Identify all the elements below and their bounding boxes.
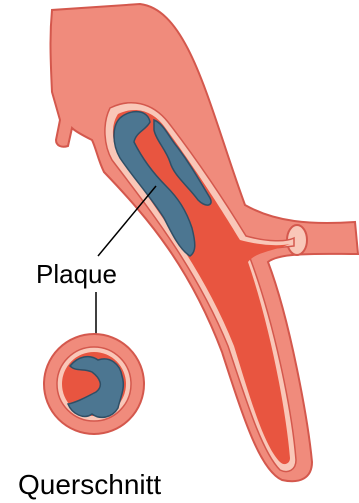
cross-section-diagram xyxy=(44,334,144,434)
cross-section-label: Querschnitt xyxy=(18,471,161,499)
plaque-label: Plaque xyxy=(36,261,117,287)
